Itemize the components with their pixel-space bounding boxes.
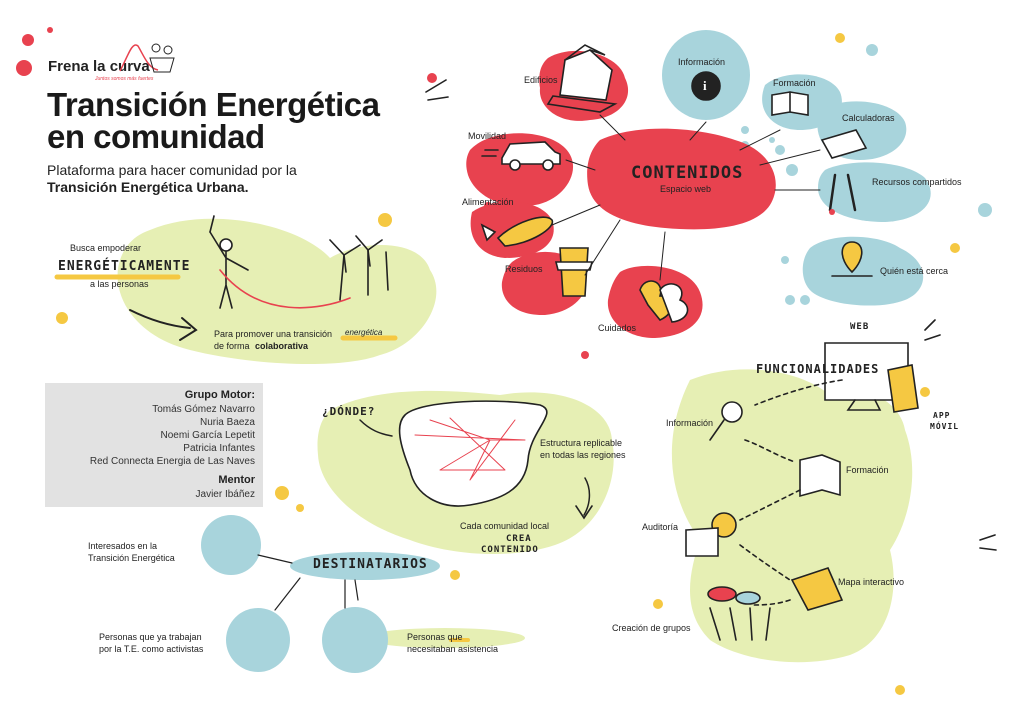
content-item-mobility: Movilidad bbox=[468, 131, 507, 141]
content-item-care: Cuidados bbox=[598, 323, 637, 333]
content-item-who-is-near: Quién está cerca bbox=[880, 266, 949, 276]
confetti-dots bbox=[16, 27, 992, 695]
info-icon: i bbox=[703, 78, 707, 93]
structure-line-1: Estructura replicable bbox=[540, 438, 623, 448]
line-art bbox=[54, 44, 997, 642]
empower-line-1: Busca empoderar bbox=[70, 243, 142, 253]
features-title: FUNCIONALIDADES bbox=[756, 362, 880, 376]
recipient-3-line-1: Personas que bbox=[407, 632, 463, 642]
team-member: Red Connecta Energia de Las Naves bbox=[89, 456, 255, 467]
content-item-information: Información bbox=[678, 57, 726, 67]
feature-training: Formación bbox=[846, 465, 889, 475]
contents-title: CONTENIDOS bbox=[631, 163, 744, 183]
team-member: Nuria Baeza bbox=[199, 417, 255, 428]
empower-keyword: ENERGÉTICAMENTE bbox=[58, 259, 191, 274]
content-item-waste: Residuos bbox=[505, 264, 543, 274]
page-title-line-2: en comunidad bbox=[47, 118, 265, 155]
recipient-2-line-1: Personas que ya trabajan bbox=[99, 632, 202, 642]
recipient-1-line-1: Interesados en la bbox=[88, 541, 158, 551]
feature-audit: Auditoría bbox=[642, 522, 679, 532]
team-member: Patricia Infantes bbox=[183, 443, 255, 454]
team-panel: Grupo Motor: Tomás Gómez Navarro Nuria B… bbox=[45, 383, 263, 507]
app-label-line-1: APP bbox=[933, 411, 951, 420]
where-question: ¿DÓNDE? bbox=[322, 405, 376, 418]
recipients-title: DESTINATARIOS bbox=[313, 557, 428, 572]
subtitle-line-2: Transición Energética Urbana. bbox=[47, 179, 249, 195]
contents-subtitle: Espacio web bbox=[660, 184, 712, 194]
app-label-line-2: MÓVIL bbox=[930, 422, 960, 431]
content-item-buildings: Edificios bbox=[524, 75, 558, 85]
content-item-calculators: Calculadoras bbox=[842, 113, 895, 123]
local-word-2: CONTENIDO bbox=[481, 545, 539, 555]
promote-line-2-a: de forma bbox=[214, 341, 250, 351]
empower-line-2: a las personas bbox=[90, 279, 149, 289]
brand-logo-icon bbox=[119, 43, 175, 73]
content-item-shared-resources: Recursos compartidos bbox=[872, 177, 962, 187]
motor-title: Grupo Motor: bbox=[184, 389, 255, 401]
team-member: Noemi García Lepetit bbox=[160, 430, 256, 441]
recipient-3-line-2: necesitaban asistencia bbox=[407, 644, 499, 654]
brand-tagline: Juntos somos más fuertes bbox=[95, 76, 154, 82]
recipient-1-line-2: Transición Energética bbox=[88, 553, 175, 563]
content-item-training: Formación bbox=[773, 78, 816, 88]
web-label: WEB bbox=[850, 322, 870, 332]
feature-interactive-map: Mapa interactivo bbox=[838, 577, 905, 587]
team-member: Tomás Gómez Navarro bbox=[152, 404, 255, 415]
page-title-line-1: Transición Energética bbox=[47, 86, 380, 123]
feature-group-creation: Creación de grupos bbox=[612, 623, 691, 633]
red-blobs bbox=[466, 50, 776, 338]
feature-information: Información bbox=[666, 418, 714, 428]
promote-word: energética bbox=[345, 328, 383, 337]
local-line-1: Cada comunidad local bbox=[460, 521, 550, 531]
recipient-2-line-2: por la T.E. como activistas bbox=[99, 644, 204, 654]
local-word-1: CREA bbox=[506, 534, 532, 544]
promote-line-2-b: colaborativa bbox=[255, 341, 309, 351]
content-item-food: Alimentación bbox=[462, 197, 514, 207]
structure-line-2: en todas las regiones bbox=[540, 450, 626, 460]
mentor-name: Javier Ibáñez bbox=[195, 489, 255, 500]
mentor-title: Mentor bbox=[218, 474, 255, 486]
subtitle-line-1: Plataforma para hacer comunidad por la bbox=[47, 162, 297, 178]
promote-line-1: Para promover una transición bbox=[214, 329, 333, 339]
